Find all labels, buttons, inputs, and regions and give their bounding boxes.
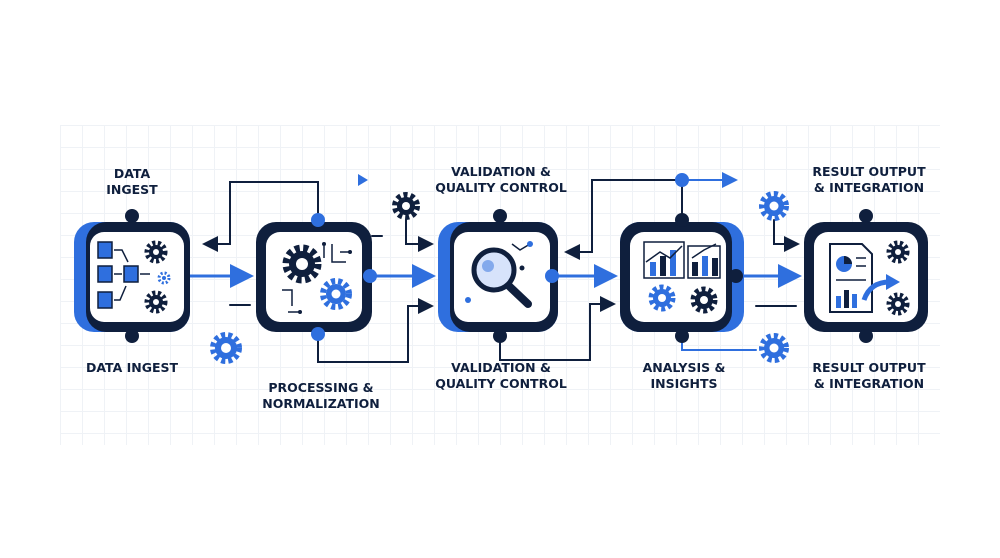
line-3-bottom — [499, 296, 616, 361]
gear-icon — [759, 333, 789, 363]
validation-top-label: VALIDATION & QUALITY CONTROL — [435, 164, 567, 195]
gear-icon — [392, 192, 420, 220]
gear-icon — [759, 191, 789, 221]
processing-bottom-label: PROCESSING & NORMALIZATION — [262, 380, 380, 411]
output-top-label: RESULT OUTPUT & INTEGRATION — [812, 164, 926, 195]
line-4-bottom — [681, 335, 757, 351]
line-gear-to-5 — [773, 219, 800, 252]
stage-box-analysis — [620, 222, 744, 332]
ingest-bottom-label: DATA INGEST — [85, 360, 179, 375]
triangle-marker-icon — [358, 174, 368, 186]
charts-gears-icon — [643, 241, 721, 314]
gear-circuit-icon — [282, 242, 352, 314]
ingest-top-label: DATA INGEST — [106, 166, 158, 197]
line-gear-to-3 — [405, 219, 434, 252]
analysis-bottom-label: ANALYSIS & INSIGHTS — [642, 360, 726, 391]
validation-bottom-label: VALIDATION & QUALITY CONTROL — [435, 360, 567, 391]
files-gears-icon — [97, 240, 171, 314]
connection-dots — [125, 173, 873, 343]
connectors — [131, 172, 867, 363]
feedback-line-2-1 — [202, 181, 319, 252]
gear-icon — [210, 332, 242, 364]
line-2-3-bottom — [317, 298, 434, 363]
feedback-line-4-3 — [564, 179, 683, 260]
magnifier-icon — [465, 241, 533, 308]
report-export-icon — [829, 240, 910, 316]
output-bottom-label: RESULT OUTPUT & INTEGRATION — [812, 360, 926, 391]
